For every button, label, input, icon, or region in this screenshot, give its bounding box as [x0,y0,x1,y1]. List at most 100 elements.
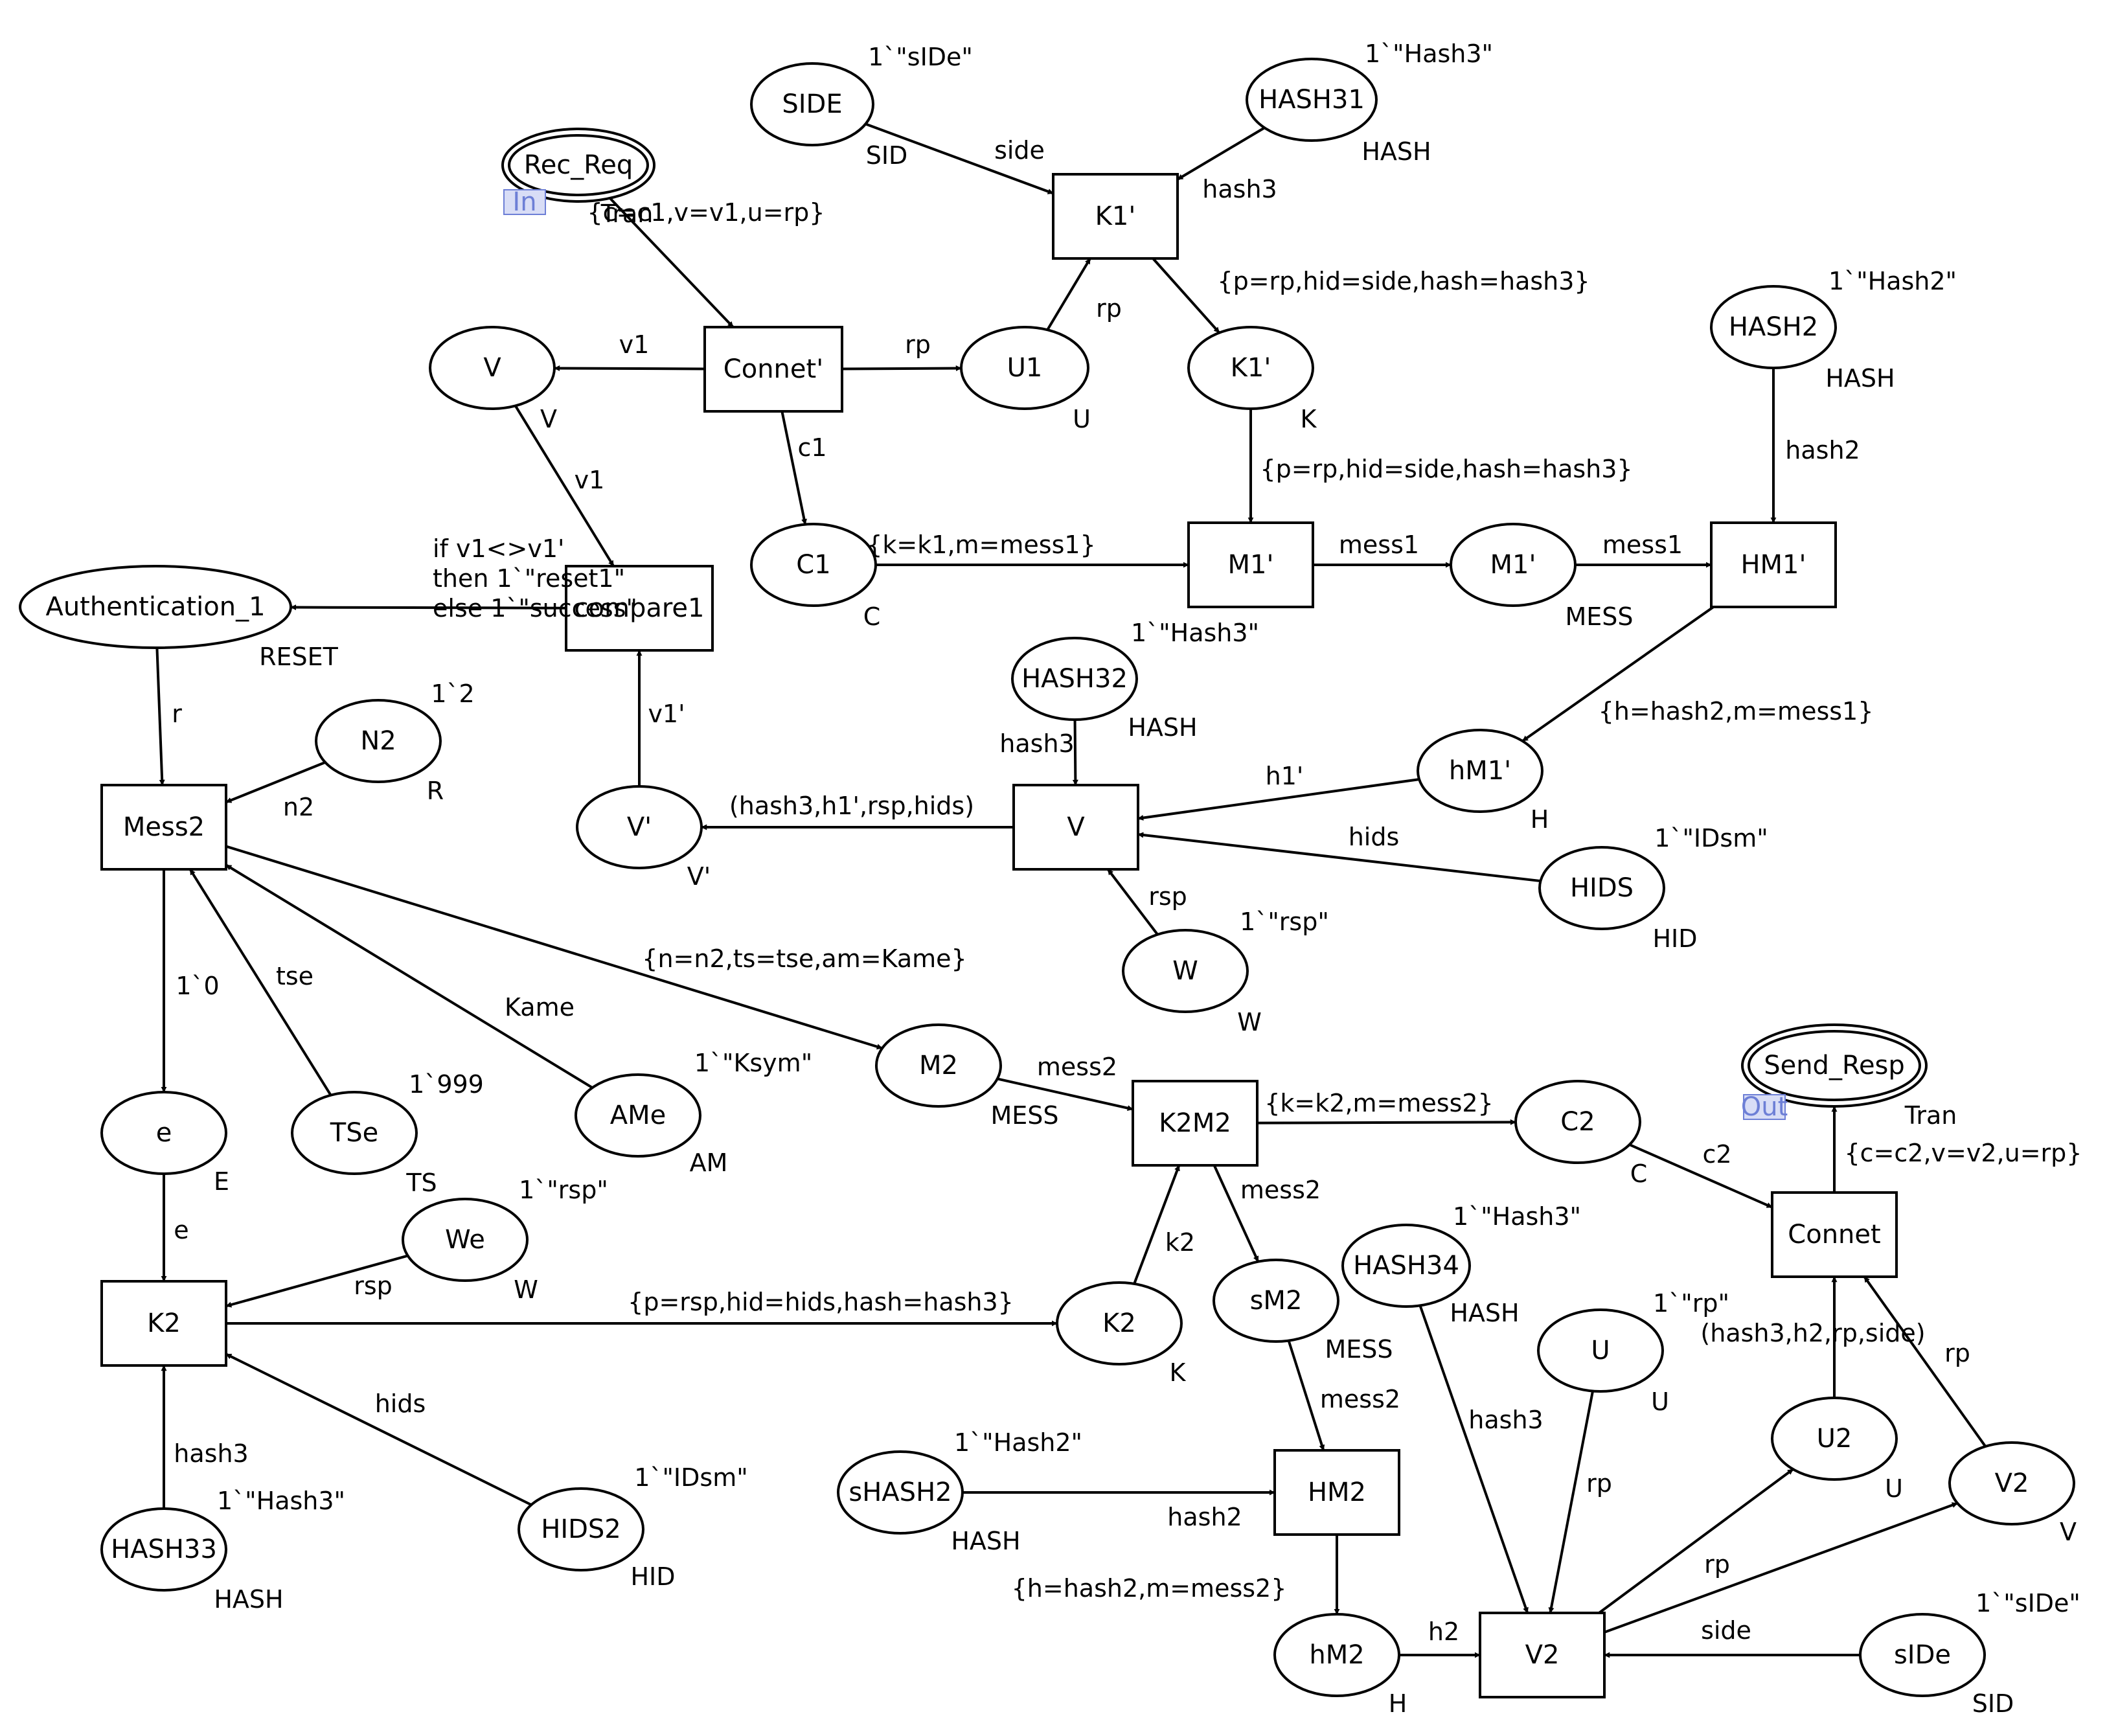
place-e[interactable]: e [100,1091,227,1175]
transition-shape [100,784,227,871]
transition-shape [1187,521,1314,608]
place-type-label: K [1301,405,1317,433]
transition-label: K2M2 [1159,1108,1231,1138]
transition-shape [100,1280,227,1367]
place-tse[interactable]: TSe [291,1091,418,1175]
place-label: V2 [1995,1468,2029,1498]
transition-connet[interactable]: Connet [1771,1191,1898,1278]
place-u2[interactable]: U2 [1771,1397,1898,1481]
place-shape [1771,1397,1898,1481]
place-type-label: E [214,1167,229,1196]
transition-hm2t[interactable]: HM2 [1273,1449,1400,1536]
place-we[interactable]: We [402,1198,529,1282]
arc-inscription: side [1701,1616,1751,1645]
place-shape [1011,637,1138,721]
port-ring [1748,1030,1921,1101]
place-v[interactable]: V [429,326,556,410]
place-k2p[interactable]: K2 [1056,1281,1183,1365]
transition-hm1t[interactable]: HM1' [1710,521,1837,608]
arc-hash32-to-vt [1072,719,1078,786]
transition-shape [1052,173,1179,260]
place-u1[interactable]: U1 [960,326,1089,410]
arc-ame-to-mess2 [225,863,593,1089]
place-shash2[interactable]: sHASH2 [837,1450,964,1535]
place-m1p[interactable]: M1' [1450,523,1577,607]
arc-inscription: c1 [797,433,826,462]
transition-label: V2 [1525,1640,1560,1670]
place-ame[interactable]: AMe [575,1073,701,1158]
place-n2[interactable]: N2 [315,699,442,783]
place-shape [315,699,442,783]
place-hids[interactable]: HIDS [1538,846,1665,930]
transition-connet_p[interactable]: Connet' [703,326,843,413]
place-hm1p[interactable]: hM1' [1417,729,1543,813]
arc-inscription: c2 [1702,1140,1731,1169]
place-shape [575,1073,701,1158]
port-tag-box [1743,1094,1786,1120]
place-shape [1450,523,1577,607]
place-side[interactable]: SIDE [750,62,874,146]
place-c1[interactable]: C1 [750,523,877,607]
arc-inscription: {k=k1,m=mess1} [867,531,1096,559]
transition-mess2[interactable]: Mess2 [100,784,227,871]
place-k1p[interactable]: K1' [1187,326,1314,410]
place-label: HASH2 [1729,312,1818,342]
place-type-label: HID [630,1562,675,1591]
place-hash33[interactable]: HASH33 [100,1507,227,1592]
arc-inscription: mess1 [1339,531,1419,559]
place-type-label: MESS [990,1101,1058,1130]
place-hash31[interactable]: HASH31 [1246,58,1378,142]
place-type-label: MESS [1565,602,1633,631]
place-shape [1246,58,1378,142]
arc-inscription: rp [1586,1469,1612,1498]
place-label: SIDE [782,89,842,119]
arc-k2m2-to-sm2 [1213,1165,1260,1262]
place-w[interactable]: W [1122,929,1249,1013]
transition-m1t[interactable]: M1' [1187,521,1314,608]
initial-marking-label: 1`"Hash2" [1828,267,1957,295]
place-type-label: H [1389,1689,1407,1718]
place-type-label: U [1885,1474,1903,1503]
place-shape [1514,1080,1641,1164]
place-hash2[interactable]: HASH2 [1710,285,1837,369]
transition-compare1[interactable]: compare1 [565,565,714,652]
place-hm2[interactable]: hM2 [1273,1613,1400,1697]
place-type-label: W [1237,1008,1262,1036]
transition-label: compare1 [575,593,705,623]
initial-marking-label: 1`"Hash3" [1131,619,1259,647]
arc-rec_req-to-connet_p [609,197,735,328]
place-shape [1948,1441,2075,1525]
place-u[interactable]: U [1537,1308,1664,1393]
transition-k2m2[interactable]: K2M2 [1132,1080,1259,1167]
arc-k2m2-to-c2 [1257,1119,1516,1125]
place-v2p[interactable]: V2 [1948,1441,2075,1525]
place-sm2[interactable]: sM2 [1213,1259,1339,1343]
transition-shape [1479,1612,1606,1698]
place-c2[interactable]: C2 [1514,1080,1641,1164]
place-vp[interactable]: V' [576,785,703,869]
place-hash32[interactable]: HASH32 [1011,637,1138,721]
place-label: hM1' [1449,756,1511,786]
place-label: M1' [1490,550,1536,580]
arc-inscription: rp [905,330,931,359]
arc-u-to-v2t [1548,1391,1594,1614]
transition-k2t[interactable]: K2 [100,1280,227,1367]
place-m2[interactable]: M2 [875,1023,1002,1108]
place-label: V [483,353,501,383]
transition-v2t[interactable]: V2 [1479,1612,1606,1698]
place-hids2[interactable]: HIDS2 [518,1487,644,1571]
arc-inscription: r [172,700,182,728]
transition-k1t[interactable]: K1' [1052,173,1179,260]
place-hash34[interactable]: HASH34 [1341,1224,1471,1308]
arc-w-to-vt [1106,868,1159,935]
arc-auth1-to-mess2 [155,647,165,786]
transition-vt[interactable]: V [1012,784,1139,871]
place-side2[interactable]: sIDe [1859,1613,1986,1697]
place-auth1[interactable]: Authentication_1 [19,565,292,649]
arc-inscription: hids [375,1389,426,1418]
place-type-label: V' [687,862,711,891]
place-label: AMe [610,1101,666,1130]
